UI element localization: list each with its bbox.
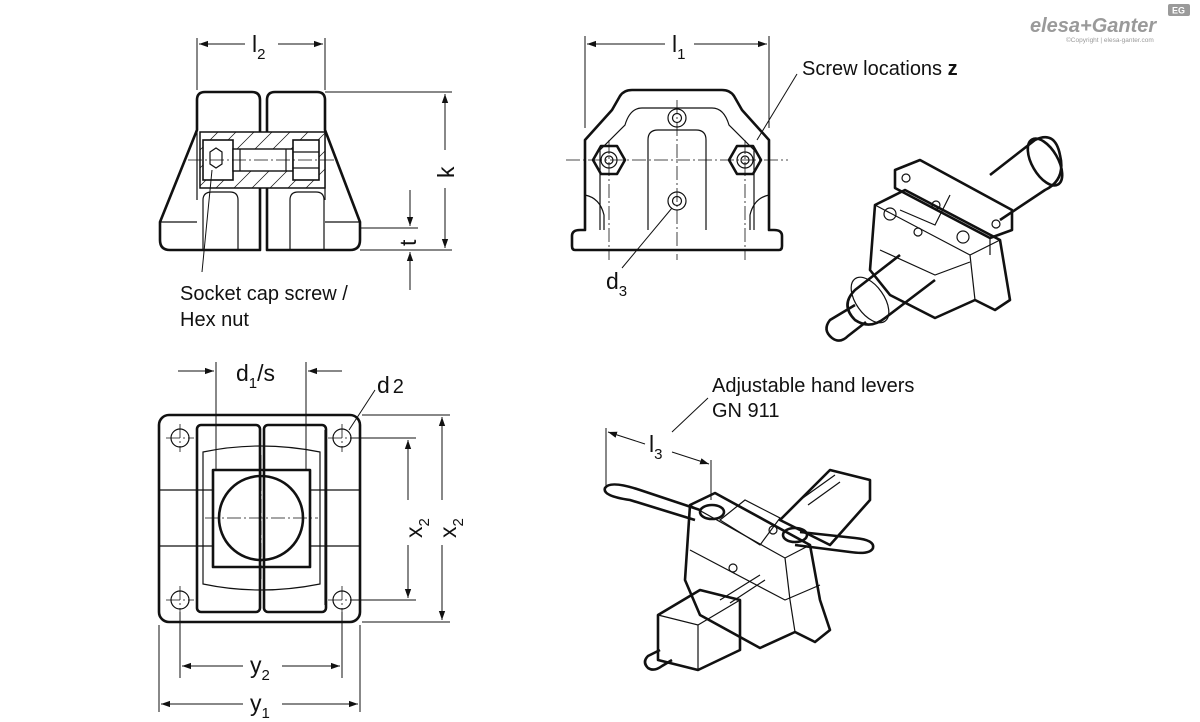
label-gn-911: GN 911 (712, 400, 779, 422)
brand-logo: elesa+Ganter ©Copyright | elesa-ganter.c… (1030, 4, 1190, 44)
label-socket-cap-screw: Socket cap screw / (180, 283, 348, 305)
label-t: t (395, 239, 421, 246)
label-l1: l1 (672, 31, 685, 63)
isometric-clamp-levers-drawing (603, 397, 875, 672)
isometric-clamp-tube-drawing (825, 135, 1064, 342)
label-l2: l2 (252, 31, 265, 63)
label-hex-nut: Hex nut (180, 309, 249, 331)
label-y2: y2 (250, 652, 270, 684)
brand-badge-text: EG (1172, 6, 1185, 16)
brand-copyright: ©Copyright | elesa-ganter.com (1066, 36, 1154, 44)
top-view-drawing (157, 362, 450, 712)
brand-badge (1168, 4, 1190, 16)
brand-name: elesa+Ganter (1030, 15, 1157, 37)
label-k: k (433, 166, 459, 178)
front-view-drawing (566, 36, 798, 269)
label-x2-outer: x2 (435, 518, 467, 538)
label-y1: y1 (250, 690, 270, 722)
label-screw-locations: Screw locations z (802, 58, 958, 80)
label-d3: d3 (606, 268, 627, 300)
label-adjustable-hand-levers: Adjustable hand levers (712, 375, 914, 397)
label-d1-s: d1/s (236, 360, 275, 392)
label-x2-inner: x2 (401, 518, 433, 538)
label-l3: l3 (649, 431, 662, 463)
side-view-drawing (158, 38, 452, 290)
